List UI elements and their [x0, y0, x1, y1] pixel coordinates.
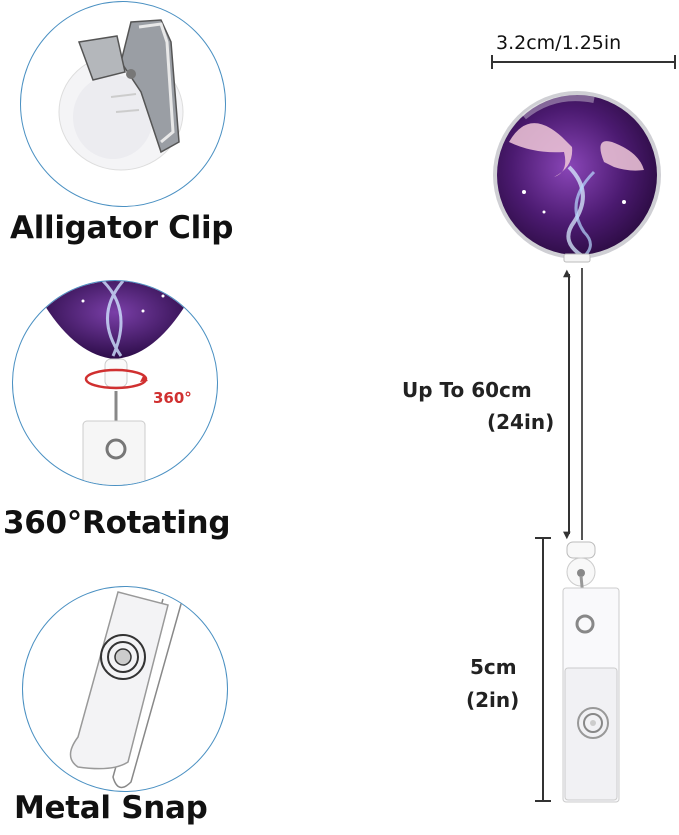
diameter-dimension-line [492, 61, 676, 63]
retractable-cord [581, 268, 583, 540]
rotation-badge: 360° [153, 389, 192, 407]
alligator-clip-icon [58, 19, 184, 171]
cord-length-label: Up To 60cm [402, 378, 532, 402]
strap-length-line [542, 537, 544, 801]
diameter-label: 3.2cm/1.25in [496, 32, 622, 54]
cord-length-inches: (24in) [487, 410, 555, 434]
diameter-tick-right [674, 55, 676, 69]
arrow-up-icon: ▲ [563, 268, 571, 279]
rotating-circle: 360° [12, 280, 218, 486]
metal-snap-icon [69, 587, 184, 789]
alligator-clip-circle [20, 1, 226, 207]
strap-length-inches: (2in) [466, 688, 520, 712]
badge-reel-image [493, 91, 661, 263]
cord-length-arrow [568, 274, 570, 534]
arrow-down-icon: ▼ [563, 530, 571, 541]
metal-snap-circle [22, 586, 228, 792]
strap-tick-top [535, 537, 551, 539]
rotating-swivel-icon: 360° [43, 281, 192, 485]
feature-label-rotating: 360°Rotating [3, 505, 231, 541]
badge-strap-image [562, 541, 620, 803]
feature-label-alligator-clip: Alligator Clip [10, 210, 234, 246]
feature-label-metal-snap: Metal Snap [14, 790, 208, 826]
diameter-tick-left [491, 55, 493, 69]
strap-tick-bottom [535, 800, 551, 802]
strap-length-label: 5cm [470, 655, 517, 679]
